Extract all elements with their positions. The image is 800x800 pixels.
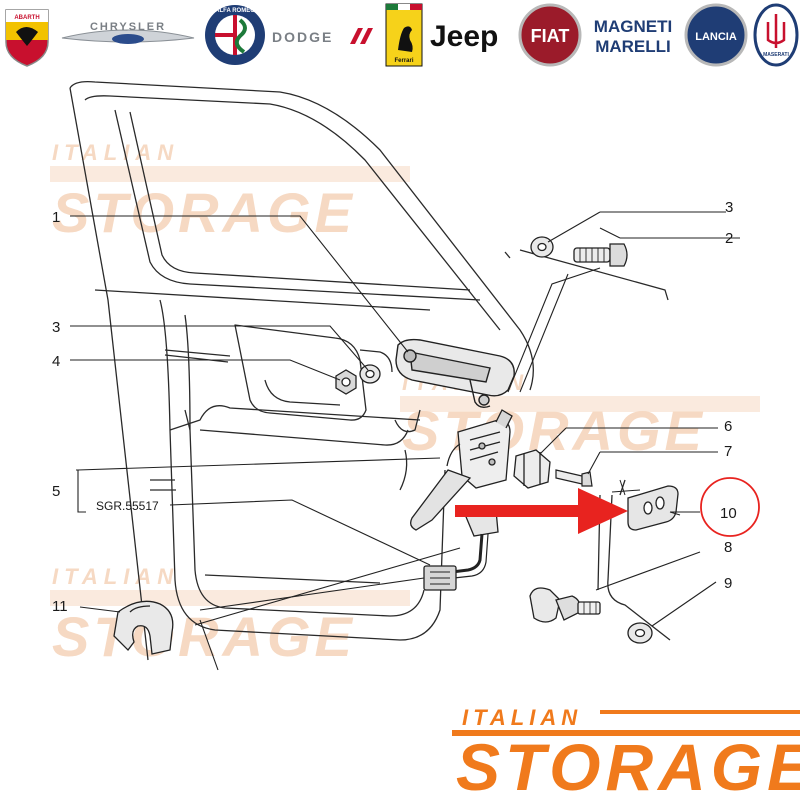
part-4-nut <box>335 369 357 395</box>
alfa-romeo-label: ALFA ROMEO <box>215 8 255 14</box>
part-10-shim-plate <box>611 479 679 531</box>
alfa-romeo-logo: ALFA ROMEO <box>205 5 265 65</box>
logo-line2: STORAGE <box>456 730 800 800</box>
part-5-door-lock <box>410 409 513 531</box>
watermark-top: ITALIAN STORAGE <box>50 140 410 244</box>
ferrari-logo: Ferrari <box>385 3 423 67</box>
part-3-washer-lower <box>359 364 381 384</box>
callout-11: 11 <box>52 598 68 615</box>
leader-lines <box>70 211 740 671</box>
dodge-label: DODGE <box>272 29 333 45</box>
fiat-logo: FIAT <box>518 3 582 67</box>
part-3-washer-upper <box>530 236 554 258</box>
watermark-bottom-line1: ITALIAN <box>52 564 179 589</box>
fiat-label: FIAT <box>531 26 570 46</box>
callout-4: 4 <box>52 353 60 370</box>
marelli-label: MARELLI <box>595 37 671 56</box>
abarth-logo: ABARTH <box>5 9 49 67</box>
part-8-striker-stud <box>529 587 601 623</box>
part-9-washer <box>627 622 653 644</box>
chrysler-logo: CHRYSLER <box>61 21 195 44</box>
callout-2: 2 <box>725 230 733 247</box>
magneti-label: MAGNETI <box>594 17 672 36</box>
callout-10: 10 <box>720 505 737 522</box>
maserati-label: MASERATI <box>763 52 789 58</box>
callout-7: 7 <box>724 443 732 460</box>
highlight-arrow <box>455 488 628 534</box>
chrysler-label: CHRYSLER <box>90 21 166 33</box>
jeep-label: Jeep <box>430 20 498 53</box>
part-2-bolt <box>573 243 628 267</box>
callout-sgr-55517: SGR.55517 <box>96 499 159 513</box>
part-6-bracket <box>513 449 551 489</box>
callout-8: 8 <box>724 539 732 556</box>
callout-5: 5 <box>52 483 60 500</box>
lancia-label: LANCIA <box>695 31 737 43</box>
callout-9: 9 <box>724 575 732 592</box>
callout-1: 1 <box>52 209 60 226</box>
watermark-top-line2: STORAGE <box>52 181 356 244</box>
watermark-top-line1: ITALIAN <box>52 140 179 165</box>
part-1-door-handle <box>395 338 515 409</box>
dodge-logo: DODGE <box>272 28 373 45</box>
jeep-logo: Jeep <box>430 20 498 53</box>
part-11-clip <box>113 600 174 655</box>
part-7-screw <box>555 469 593 487</box>
door-outline <box>69 80 671 661</box>
callout-3-lower: 3 <box>52 319 60 336</box>
italian-storage-logo: ITALIAN STORAGE <box>452 705 800 800</box>
watermark-bottom-line2: STORAGE <box>52 605 356 668</box>
maserati-logo: MASERATI <box>753 3 799 67</box>
ferrari-label: Ferrari <box>394 58 413 64</box>
watermark-bottom: ITALIAN STORAGE <box>50 564 410 668</box>
callout-labels: 1 3 2 3 4 5 SGR.55517 6 7 8 9 10 11 <box>52 199 737 615</box>
logo-line1: ITALIAN <box>462 705 582 730</box>
magneti-marelli-logo: MAGNETI MARELLI <box>594 17 672 56</box>
highlight-circle-part-10 <box>700 477 760 537</box>
brand-logo-strip: ABARTH CHRYSLER ALFA ROMEO DODGE <box>5 3 799 67</box>
part-sgr-55517-actuator <box>423 509 499 591</box>
lancia-logo: LANCIA <box>684 3 748 67</box>
callout-6: 6 <box>724 418 732 435</box>
abarth-label: ABARTH <box>14 15 39 21</box>
callout-3-upper: 3 <box>725 199 733 216</box>
